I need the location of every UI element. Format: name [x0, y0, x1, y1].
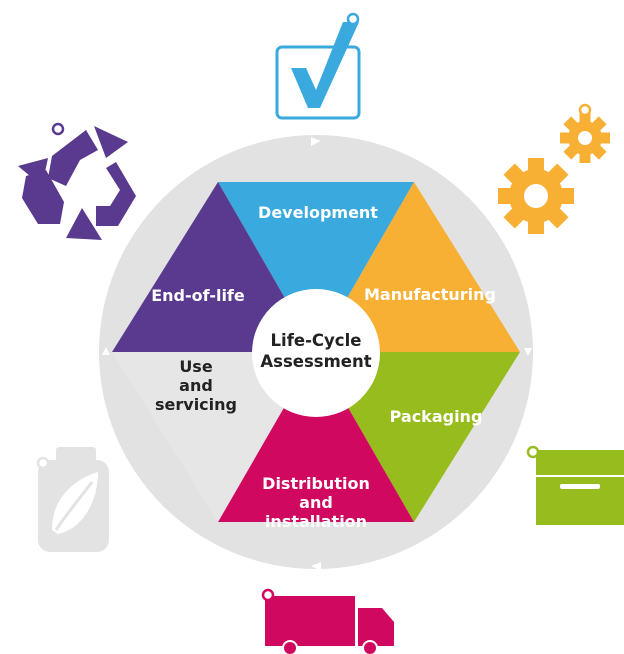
segment-development[interactable] — [218, 182, 414, 352]
segment-use-and-servicing[interactable] — [112, 352, 316, 522]
center-title-line2: Assessment — [260, 352, 371, 371]
segment-manufacturing[interactable] — [316, 182, 520, 352]
truck-icon — [261, 588, 394, 654]
label-distribution-line2: and — [299, 493, 333, 512]
checkbox-icon — [275, 12, 361, 120]
segment-distribution[interactable] — [218, 352, 414, 522]
label-distribution-line1: Distribution — [262, 474, 370, 493]
segment-end-of-life[interactable] — [112, 182, 316, 352]
ring-arrow-left — [102, 347, 110, 355]
gears-icon — [498, 103, 610, 234]
leaf-bottle-icon — [36, 447, 109, 552]
recycle-icon — [18, 122, 136, 240]
ring-arrow-right — [524, 348, 532, 356]
label-manufacturing: Manufacturing — [364, 285, 496, 304]
label-development: Development — [258, 203, 378, 222]
label-use-line1: Use — [179, 357, 213, 376]
stage-segments — [112, 182, 520, 522]
label-distribution-line3: installation — [265, 512, 367, 531]
ring-arrows — [102, 137, 532, 571]
center-circle — [252, 289, 380, 417]
label-use-line2: and — [179, 376, 213, 395]
center-title-line1: Life-Cycle — [271, 331, 362, 350]
box-icon — [526, 445, 624, 525]
segment-packaging[interactable] — [316, 352, 520, 522]
label-end-of-life: End-of-life — [151, 286, 245, 305]
ring-arrow-top — [311, 137, 321, 146]
ring-arrow-bottom — [311, 562, 321, 571]
label-packaging: Packaging — [390, 407, 483, 426]
label-use-line3: servicing — [155, 395, 237, 414]
